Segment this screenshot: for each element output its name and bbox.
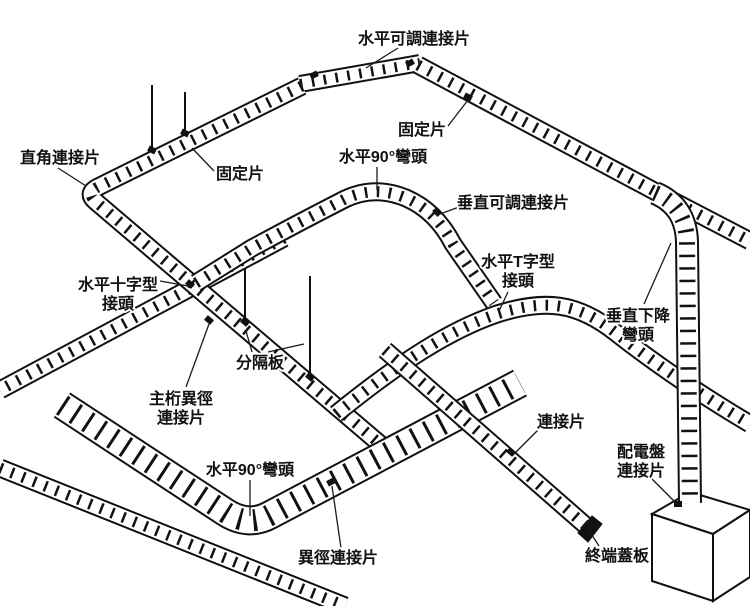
label-connector: 連接片: [535, 410, 587, 433]
end-cover-plate-shape: [577, 515, 603, 543]
leader-line: [447, 99, 469, 127]
distribution-panel-box: [649, 490, 750, 603]
label-horizontal-adjustable-connector: 水平可調連接片: [356, 27, 472, 50]
component-label-text: 連接片: [617, 461, 665, 480]
component-labels: 水平可調連接片直角連接片固定片固定片水平90°彎頭垂直可調連接片水平T字型接頭水…: [18, 27, 673, 569]
leader-line: [267, 343, 305, 353]
label-reducing-connector: 異徑連接片: [296, 546, 380, 569]
leader-line: [331, 485, 342, 549]
component-label-text: 固定片: [216, 164, 264, 183]
component-label-text: 配電盤: [617, 442, 666, 461]
label-right-angle-connector: 直角連接片: [18, 146, 102, 169]
leader-line: [185, 323, 210, 388]
component-label-text: 分隔板: [236, 353, 285, 372]
component-label-text: 水平90°彎頭: [206, 460, 295, 479]
leader-line: [439, 206, 460, 215]
leader-line: [646, 473, 679, 506]
component-label-text: 異徑連接片: [298, 548, 378, 567]
leader-line: [191, 147, 215, 172]
label-fixing-clip-right: 固定片: [396, 118, 448, 141]
leader-line: [245, 330, 253, 353]
leader-line: [643, 242, 672, 305]
connector-clips: [147, 58, 682, 507]
component-label-text: 垂直下降: [606, 306, 671, 325]
component-label-text: 連接片: [537, 412, 585, 431]
leader-line: [57, 167, 87, 187]
component-label-text: 主桁異徑: [149, 389, 213, 408]
component-label-text: 接頭: [102, 294, 135, 313]
component-label-text: 連接片: [157, 408, 205, 427]
tray-runs: [0, 54, 750, 452]
component-label-text: 彎頭: [622, 325, 655, 344]
lower-runs: [0, 342, 592, 606]
label-end-cover-plate: 終端蓋板: [583, 544, 652, 567]
leader-line: [159, 280, 189, 287]
component-label-text: 固定片: [398, 120, 446, 139]
leader-lines: [57, 47, 679, 549]
component-label-text: 水平十字型: [78, 275, 158, 294]
component-label-text: 垂直可調連接片: [457, 193, 569, 212]
vertical-drop-run: [649, 181, 702, 504]
component-label-text: 水平可調連接片: [358, 29, 470, 48]
label-horizontal-90-bend-lower: 水平90°彎頭: [204, 458, 297, 481]
component-label-text: 終端蓋板: [585, 546, 650, 565]
label-divider-plate: 分隔板: [234, 351, 287, 374]
label-fixing-clip-left: 固定片: [214, 162, 266, 185]
leader-line: [365, 47, 399, 69]
label-horizontal-90-bend-upper: 水平90°彎頭: [337, 145, 430, 168]
leader-line: [498, 291, 509, 312]
leader-line: [587, 528, 600, 547]
leader-line: [512, 427, 541, 456]
label-vertical-adjustable-connector: 垂直可調連接片: [455, 191, 571, 214]
component-label-text: 直角連接片: [20, 148, 100, 167]
component-label-text: 接頭: [502, 271, 535, 290]
component-label-text: 水平90°彎頭: [339, 147, 428, 166]
component-label-text: 水平T字型: [481, 252, 555, 271]
